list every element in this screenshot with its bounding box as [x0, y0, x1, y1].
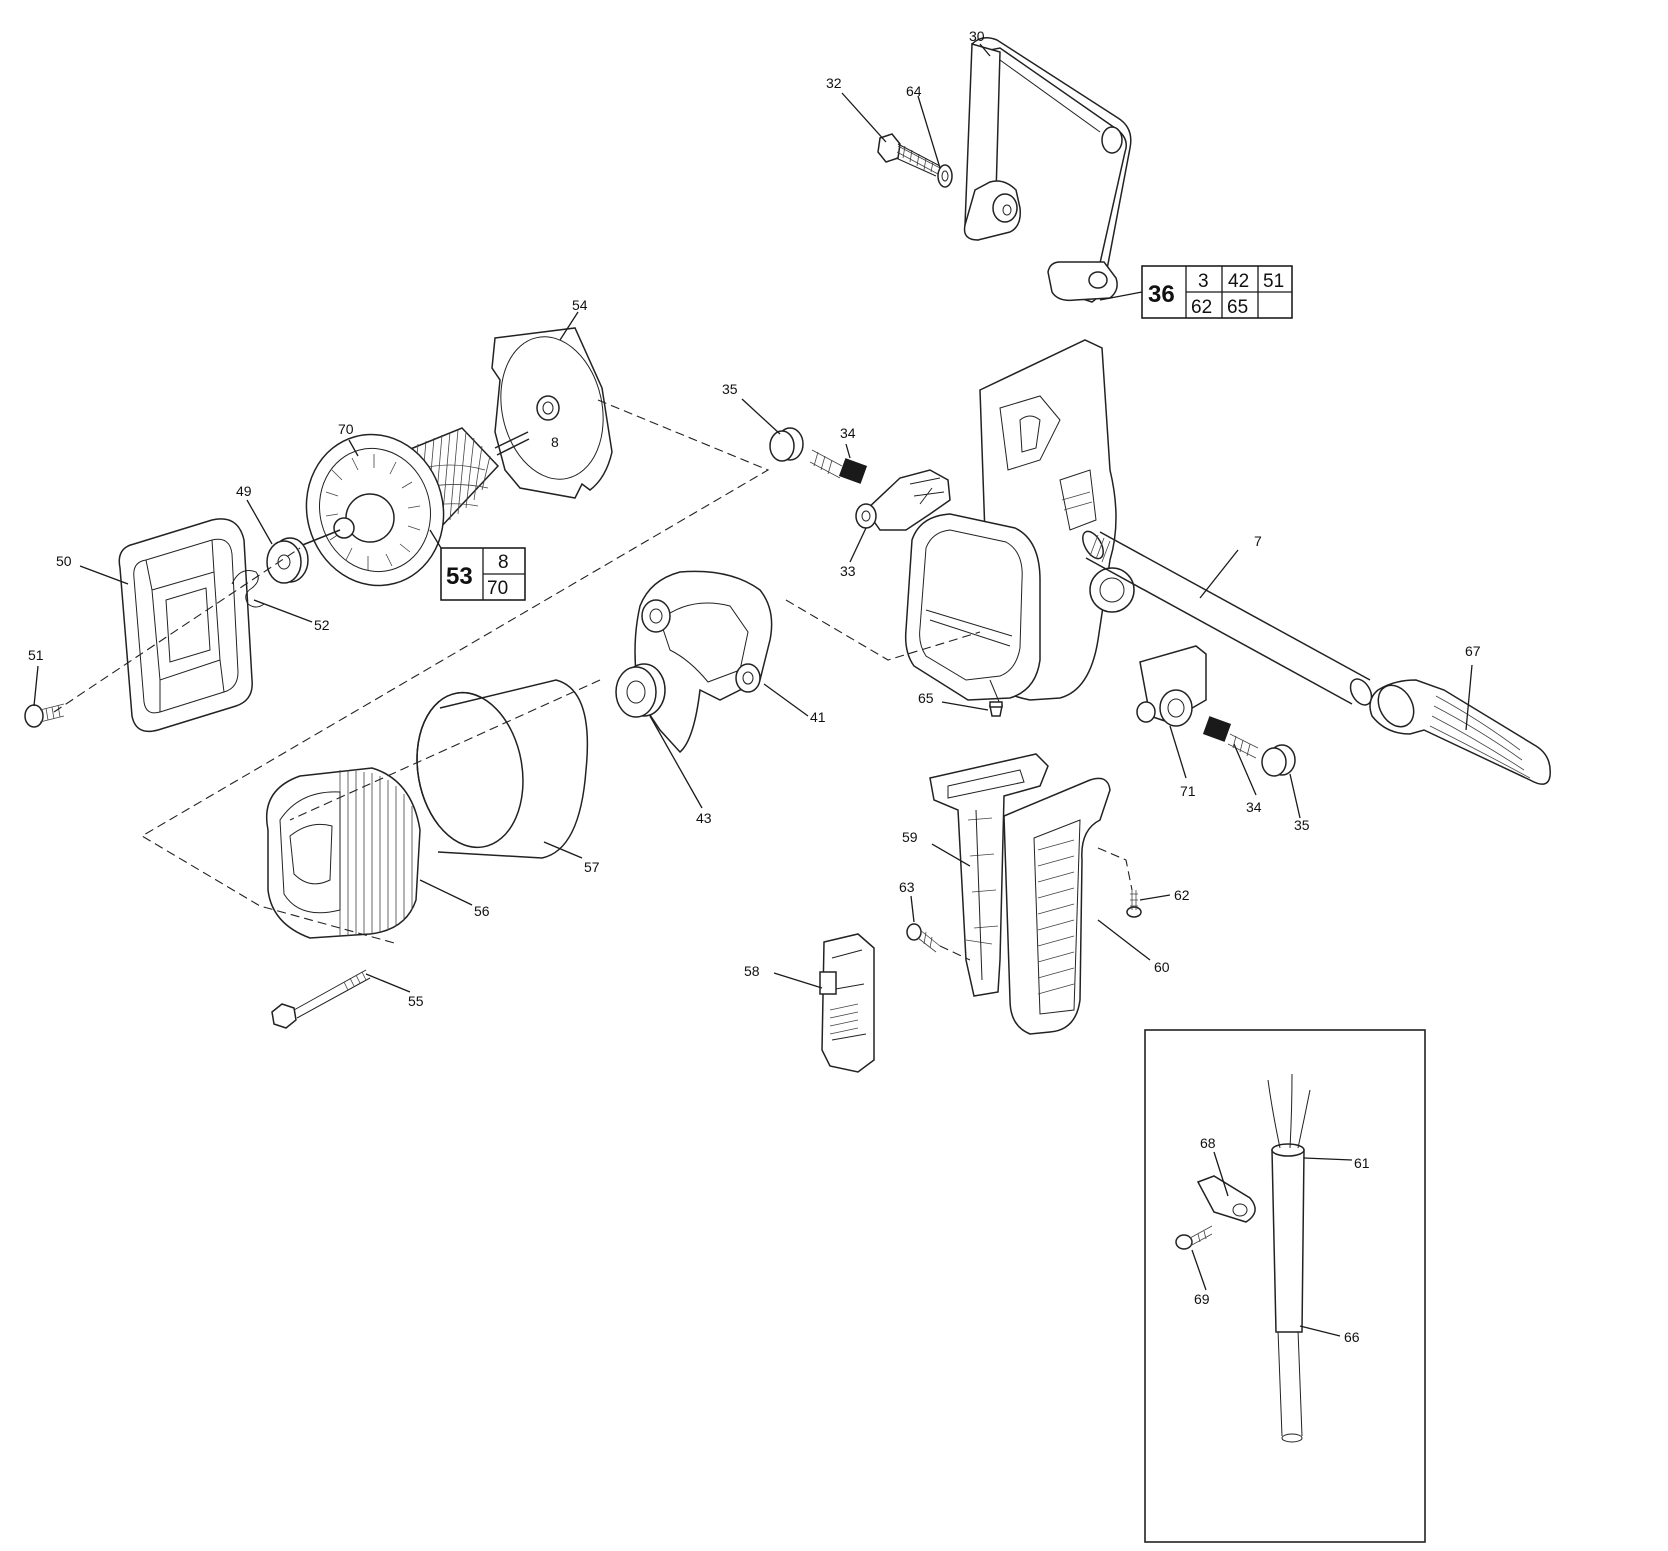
kit-36-number: 36	[1148, 281, 1175, 308]
grip-part-67	[1369, 679, 1551, 785]
label-41: 41	[810, 709, 826, 725]
label-71: 71	[1180, 783, 1196, 799]
label-35-right: 35	[1294, 817, 1310, 833]
part-labels: 30 32 64 54 35 34 70 8 49 50 52 51 33 7 …	[28, 28, 1481, 1345]
washer-part-64	[937, 164, 953, 188]
label-34-top: 34	[840, 425, 856, 441]
label-54: 54	[572, 297, 588, 313]
cord-clamp-part-68	[1196, 1175, 1256, 1223]
screw-part-65	[989, 701, 1003, 717]
label-59: 59	[902, 829, 918, 845]
label-68: 68	[1200, 1135, 1216, 1151]
label-33: 33	[840, 563, 856, 579]
handle-half-part-60	[1003, 777, 1111, 1035]
label-63: 63	[899, 879, 915, 895]
switch-part-58	[819, 933, 875, 1073]
handle-half-part-59	[929, 753, 1049, 997]
brush-part-34-right	[1202, 716, 1259, 759]
label-8: 8	[551, 434, 559, 450]
bearing-part-49	[266, 537, 309, 584]
cord-part-66	[1277, 1329, 1303, 1443]
brush-cap-part-35-top	[769, 427, 804, 462]
baffle-plate-part-54	[491, 327, 613, 499]
assembly-dashed-lines	[53, 399, 1133, 961]
label-60: 60	[1154, 959, 1170, 975]
label-50: 50	[56, 553, 72, 569]
motor-housing-part-36	[904, 339, 1135, 705]
label-58: 58	[744, 963, 760, 979]
label-67: 67	[1465, 643, 1481, 659]
screw-part-55	[271, 969, 371, 1029]
brush-cap-part-35-right	[1261, 744, 1296, 777]
label-52: 52	[314, 617, 330, 633]
end-cap-part-50	[118, 518, 253, 733]
label-51: 51	[28, 647, 44, 663]
label-70: 70	[338, 421, 354, 437]
label-64: 64	[906, 83, 922, 99]
kit-36-r1c3: 51	[1263, 271, 1284, 292]
brush-holder-part-71	[1136, 645, 1207, 727]
clip-part-52	[231, 570, 265, 608]
screw-part-62	[1126, 890, 1142, 918]
label-35-top: 35	[722, 381, 738, 397]
bolt-part-32	[877, 133, 941, 177]
label-32: 32	[826, 75, 842, 91]
leader-lines	[33, 43, 1473, 1337]
label-30: 30	[969, 28, 985, 44]
cord-sleeve-part-61	[1267, 1073, 1311, 1333]
kit-36-r1c2: 42	[1228, 271, 1249, 292]
kit-box-53: 53 8 70	[429, 529, 526, 601]
label-34-right: 34	[1246, 799, 1262, 815]
label-57: 57	[584, 859, 600, 875]
kit-36-r1c1: 3	[1198, 271, 1209, 292]
label-66: 66	[1344, 1329, 1360, 1345]
label-61: 61	[1354, 1155, 1370, 1171]
kit-53-top: 8	[498, 552, 509, 573]
sleeve-part-57	[416, 679, 589, 859]
label-55: 55	[408, 993, 424, 1009]
label-49: 49	[236, 483, 252, 499]
bearing-part-43	[615, 663, 666, 718]
inset-frame	[1144, 1029, 1426, 1543]
brush-part-34-top	[809, 449, 868, 484]
armature-assembly-part-53	[299, 427, 530, 587]
kit-53-number: 53	[446, 563, 473, 590]
label-62: 62	[1174, 887, 1190, 903]
kit-36-r2c1: 62	[1191, 297, 1212, 318]
screw-part-63	[906, 923, 941, 953]
label-7: 7	[1254, 533, 1262, 549]
bail-handle-part-30	[963, 37, 1132, 303]
kit-box-36: 36 3 42 51 62 65	[1099, 265, 1293, 319]
label-56: 56	[474, 903, 490, 919]
kit-53-bottom: 70	[487, 578, 508, 599]
label-65: 65	[918, 690, 934, 706]
field-coil-part-56	[266, 767, 421, 939]
handle-rod-part-7	[1082, 530, 1373, 706]
screw-part-51	[24, 703, 65, 728]
screw-part-69	[1175, 1225, 1213, 1250]
brush-holder-part-33	[855, 469, 951, 531]
label-43: 43	[696, 810, 712, 826]
kit-36-r2c2: 65	[1227, 297, 1248, 318]
label-69: 69	[1194, 1291, 1210, 1307]
